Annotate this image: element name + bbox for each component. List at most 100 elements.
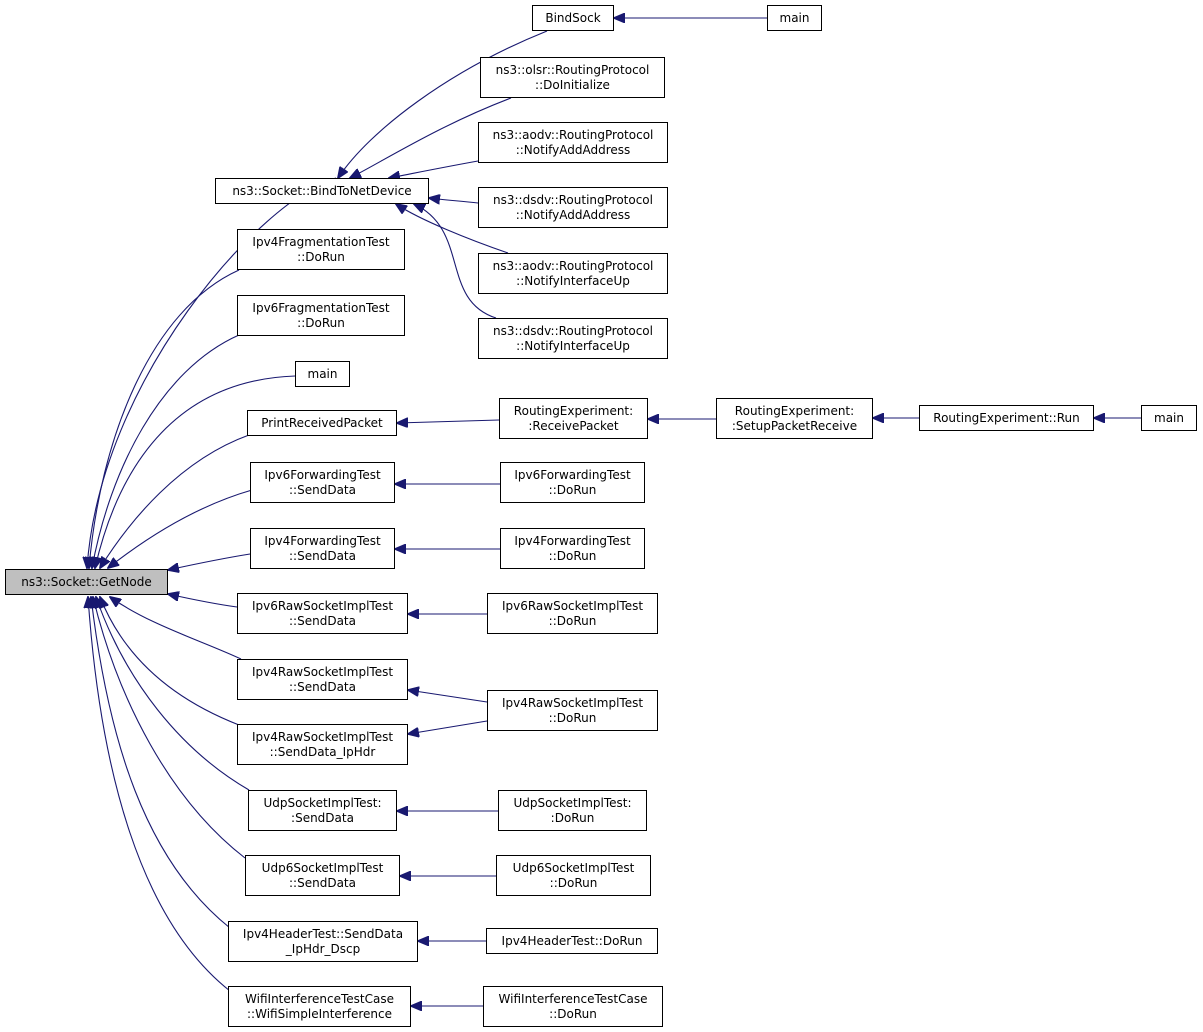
node-label-line: ::DoInitialize — [535, 77, 610, 92]
node-label-line: ::DoRun — [548, 482, 597, 497]
node-label-line: Ipv4FragmentationTest — [252, 234, 390, 249]
node-ipv4raw-send[interactable]: Ipv4RawSocketImplTest::SendData — [237, 659, 408, 700]
node-label-line: :DoRun — [550, 810, 595, 825]
node-label-line: UdpSocketImplTest: — [513, 795, 632, 810]
node-ipv6fwd-run[interactable]: Ipv6ForwardingTest::DoRun — [500, 462, 645, 503]
node-label-line: WifiInterferenceTestCase — [245, 991, 394, 1006]
node-udp6-run[interactable]: Udp6SocketImplTest::DoRun — [496, 855, 651, 896]
node-label-line: Ipv4HeaderTest::SendData — [242, 926, 404, 941]
node-label-line: Ipv6RawSocketImplTest — [251, 598, 394, 613]
node-label-line: BindSock — [545, 10, 601, 25]
node-label-line: UdpSocketImplTest: — [263, 795, 382, 810]
node-label-line: ::SendData — [289, 875, 356, 890]
node-label-line: ::DoRun — [297, 315, 345, 330]
node-label-line: ::DoRun — [548, 548, 597, 563]
node-label-line: :SetupPacketReceive — [731, 418, 858, 433]
edge-udp6_send-to-getnode — [93, 597, 246, 859]
node-label-line: ::SendData — [289, 679, 356, 694]
node-ipv4hdr-send[interactable]: Ipv4HeaderTest::SendData_IpHdr_Dscp — [228, 921, 418, 962]
node-label-line: main — [307, 366, 338, 381]
node-label-line: ::DoRun — [548, 613, 597, 628]
node-main-top[interactable]: main — [767, 5, 822, 31]
node-label-line: ::WifiSimpleInterference — [247, 1006, 392, 1021]
node-ipv6frag[interactable]: Ipv6FragmentationTest::DoRun — [237, 295, 405, 336]
node-label-line: ::SendData_IpHdr — [269, 744, 376, 759]
node-main-mid[interactable]: main — [295, 361, 350, 387]
node-label-line: ::SendData — [289, 482, 356, 497]
node-dsdv-ifup[interactable]: ns3::dsdv::RoutingProtocol::NotifyInterf… — [478, 318, 668, 359]
node-olsr-doinit[interactable]: ns3::olsr::RoutingProtocol::DoInitialize — [480, 57, 665, 98]
node-main-right[interactable]: main — [1141, 405, 1197, 431]
edge-ipv6fwd_send-to-getnode — [108, 489, 253, 568]
edge-ipv4frag-to-getnode — [89, 269, 240, 568]
node-label-line: Ipv4RawSocketImplTest — [501, 695, 644, 710]
node-label-line: RoutingExperiment: — [734, 403, 855, 418]
node-label-line: ns3::dsdv::RoutingProtocol — [493, 192, 653, 207]
node-label-line: Ipv6ForwardingTest — [514, 467, 631, 482]
node-ipv4fwd-send[interactable]: Ipv4ForwardingTest::SendData — [250, 528, 395, 569]
node-label-line: Ipv4ForwardingTest — [264, 533, 381, 548]
node-label-line: ns3::Socket::BindToNetDevice — [232, 183, 412, 198]
node-ipv6raw-send[interactable]: Ipv6RawSocketImplTest::SendData — [237, 593, 408, 634]
node-label-line: ::NotifyAddAddress — [515, 142, 631, 157]
node-udp-send[interactable]: UdpSocketImplTest::SendData — [248, 790, 397, 831]
node-ipv4fwd-run[interactable]: Ipv4ForwardingTest::DoRun — [500, 528, 645, 569]
node-label-line: RoutingExperiment::Run — [933, 410, 1080, 425]
node-label-line: Ipv4HeaderTest::DoRun — [501, 933, 643, 948]
edge-ipv4raw_send-to-getnode — [110, 597, 242, 660]
edge-aodv_addaddr-to-bindtonetdevice — [389, 160, 479, 178]
node-printrecv[interactable]: PrintReceivedPacket — [247, 410, 397, 436]
node-getnode: ns3::Socket::GetNode — [5, 569, 168, 595]
node-label-line: Ipv4RawSocketImplTest — [251, 729, 394, 744]
node-re-recv[interactable]: RoutingExperiment::ReceivePacket — [499, 398, 648, 439]
node-label-line: ::NotifyInterfaceUp — [516, 273, 630, 288]
edge-dsdv_ifup-to-bindtonetdevice — [414, 204, 497, 319]
node-label-line: ns3::dsdv::RoutingProtocol — [493, 323, 653, 338]
node-label-line: main — [779, 10, 810, 25]
node-label-line: Ipv6FragmentationTest — [252, 300, 390, 315]
node-label-line: ns3::olsr::RoutingProtocol — [495, 62, 650, 77]
node-label-line: Udp6SocketImplTest — [261, 860, 384, 875]
node-ipv4hdr-run[interactable]: Ipv4HeaderTest::DoRun — [486, 928, 658, 954]
node-label-line: Udp6SocketImplTest — [512, 860, 635, 875]
node-label-line: ns3::aodv::RoutingProtocol — [492, 258, 654, 273]
edge-aodv_ifup-to-bindtonetdevice — [396, 204, 509, 254]
node-aodv-addaddr[interactable]: ns3::aodv::RoutingProtocol::NotifyAddAdd… — [478, 122, 668, 163]
node-ipv4raw-sendhdr[interactable]: Ipv4RawSocketImplTest::SendData_IpHdr — [237, 724, 408, 765]
node-label-line: ::NotifyAddAddress — [515, 207, 631, 222]
node-udp-run[interactable]: UdpSocketImplTest::DoRun — [498, 790, 647, 831]
node-label-line: ::DoRun — [297, 249, 345, 264]
node-label-line: Ipv6RawSocketImplTest — [501, 598, 644, 613]
edge-olsr_doinit-to-bindtonetdevice — [350, 97, 512, 178]
node-wifi-run[interactable]: WifiInterferenceTestCase::DoRun — [483, 986, 663, 1027]
node-label-line: ::DoRun — [549, 875, 598, 890]
node-label-line: WifiInterferenceTestCase — [498, 991, 648, 1006]
node-re-setup[interactable]: RoutingExperiment::SetupPacketReceive — [716, 398, 873, 439]
edge-main_mid-to-getnode — [95, 375, 296, 568]
node-label-line: PrintReceivedPacket — [261, 415, 383, 430]
node-dsdv-addaddr[interactable]: ns3::dsdv::RoutingProtocol::NotifyAddAdd… — [478, 187, 668, 228]
node-label-line: Ipv4RawSocketImplTest — [251, 664, 394, 679]
edge-ipv4raw_run-to-ipv4raw_sendhdr — [408, 720, 488, 734]
node-label-line: ::DoRun — [549, 1006, 597, 1021]
node-udp6-send[interactable]: Udp6SocketImplTest::SendData — [245, 855, 400, 896]
edge-ipv6frag-to-getnode — [92, 334, 240, 568]
node-ipv6raw-run[interactable]: Ipv6RawSocketImplTest::DoRun — [487, 593, 658, 634]
node-label-line: ::DoRun — [548, 710, 597, 725]
node-aodv-ifup[interactable]: ns3::aodv::RoutingProtocol::NotifyInterf… — [478, 253, 668, 294]
edge-dsdv_addaddr-to-bindtonetdevice — [429, 198, 479, 203]
node-wifi-simple[interactable]: WifiInterferenceTestCase::WifiSimpleInte… — [228, 986, 411, 1027]
node-bindtonetdevice[interactable]: ns3::Socket::BindToNetDevice — [215, 178, 429, 204]
node-label-line: RoutingExperiment: — [513, 403, 634, 418]
node-ipv6fwd-send[interactable]: Ipv6ForwardingTest::SendData — [250, 462, 395, 503]
node-label-line: _IpHdr_Dscp — [285, 941, 361, 956]
node-ipv4raw-run[interactable]: Ipv4RawSocketImplTest::DoRun — [487, 690, 658, 731]
edge-printrecv-to-getnode — [100, 434, 250, 568]
node-re-run[interactable]: RoutingExperiment::Run — [919, 405, 1094, 431]
node-label-line: :SendData — [291, 810, 354, 825]
node-ipv4frag[interactable]: Ipv4FragmentationTest::DoRun — [237, 229, 405, 270]
node-bindsock[interactable]: BindSock — [532, 5, 614, 31]
node-label-line: ns3::Socket::GetNode — [21, 574, 152, 589]
